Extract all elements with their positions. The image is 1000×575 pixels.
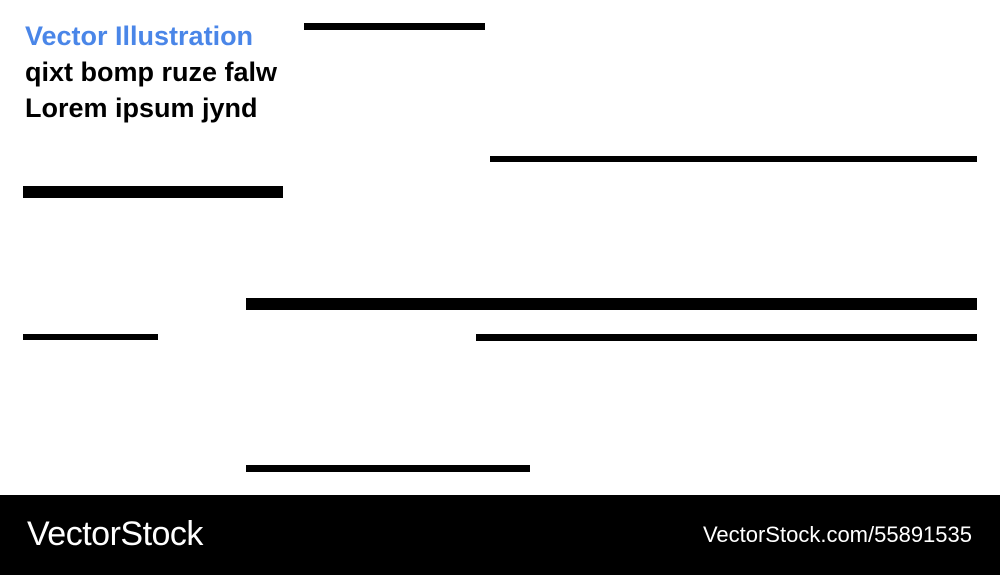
horizontal-bar-6	[476, 334, 977, 341]
watermark-footer: VectorStock VectorStock.com/55891535	[0, 495, 1000, 575]
heading-title: Vector Illustration	[25, 21, 254, 51]
vectorstock-logo: VectorStock	[27, 515, 203, 553]
horizontal-bar-2	[490, 156, 977, 162]
horizontal-bar-3	[23, 186, 283, 198]
image-url: VectorStock.com/55891535	[702, 522, 972, 547]
heading-body: qixt bomp ruze falw Lorem ipsum jynd	[25, 57, 278, 123]
heading-block: Vector Illustration qixt bomp ruze falw …	[25, 18, 295, 126]
horizontal-bar-1	[304, 23, 485, 30]
horizontal-bar-7	[246, 465, 530, 472]
horizontal-bar-5	[23, 334, 158, 340]
horizontal-bar-4	[246, 298, 977, 310]
